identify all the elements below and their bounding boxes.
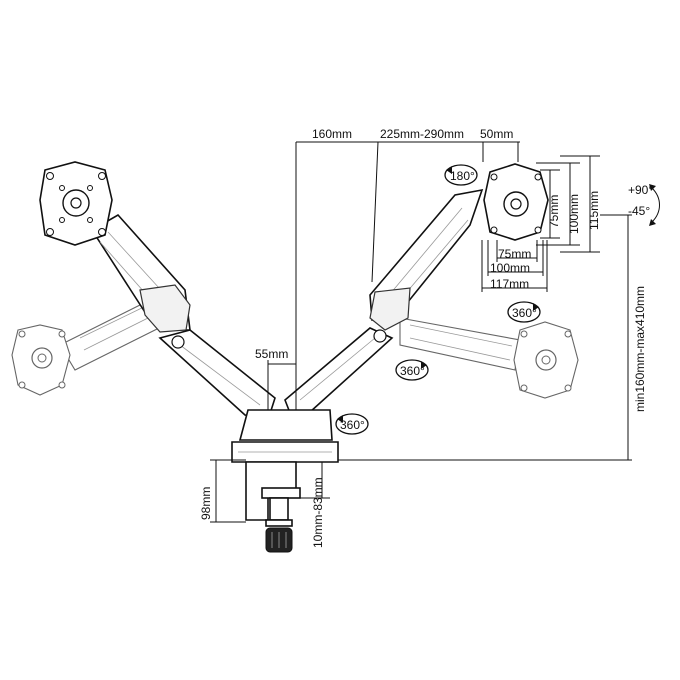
right-arm-ghost: [399, 317, 521, 371]
vesa-75-width-label: 75mm: [498, 247, 531, 261]
tilt-rotation-icon: [649, 184, 660, 226]
left-gas-spring-arm: [90, 213, 191, 333]
vesa-100-height-label: 100mm: [567, 194, 581, 234]
base-joint: [231, 409, 339, 463]
arm-length-label: 225mm-290mm: [380, 127, 464, 141]
height-range-lines: [296, 214, 632, 461]
vesa-75-height-label: 75mm: [547, 195, 561, 228]
right-lower-arm: [284, 327, 394, 419]
swivel-base-label: 360°: [340, 418, 365, 432]
right-vesa-plate-ghost: [513, 321, 579, 399]
right-gas-spring-arm: [369, 188, 484, 331]
vesa-dimension-lines: [481, 155, 600, 292]
clamp-dimension-lines: [210, 459, 330, 523]
pole-gap-label: 55mm: [255, 347, 288, 361]
left-lower-arm: [158, 329, 276, 421]
top-offset-label: 50mm: [480, 127, 513, 141]
plate-height-label: 115mm: [587, 191, 601, 230]
rotation-arrow-icon: [507, 301, 541, 323]
tilt-down-label: -45°: [628, 204, 650, 218]
left-vesa-plate: [39, 161, 113, 246]
tilt-up-label: +90°: [628, 183, 653, 197]
top-dimension-lines: [295, 141, 520, 392]
desk-clamp-icon: [245, 461, 301, 553]
top-spacing-label: 160mm: [312, 127, 352, 141]
swivel-right-label: 360°: [512, 306, 537, 320]
rotation-arrow-icon: [444, 164, 478, 186]
rotation-arrow-icon: [395, 359, 429, 381]
pole-gap-lines: [267, 360, 297, 410]
clamp-height-label: 98mm: [199, 487, 213, 520]
screen-rotation-label: 180°: [450, 169, 475, 183]
right-vesa-plate: [483, 163, 549, 241]
desk-thickness-label: 10mm-83mm: [311, 477, 325, 548]
swivel-middle-label: 360°: [400, 364, 425, 378]
height-range-label: min160mm-max410mm: [633, 286, 647, 412]
left-vesa-plate-ghost: [11, 324, 71, 396]
vesa-100-width-label: 100mm: [490, 261, 530, 275]
rotation-arrow-icon: [335, 413, 369, 435]
plate-width-label: 117mm: [490, 277, 529, 291]
